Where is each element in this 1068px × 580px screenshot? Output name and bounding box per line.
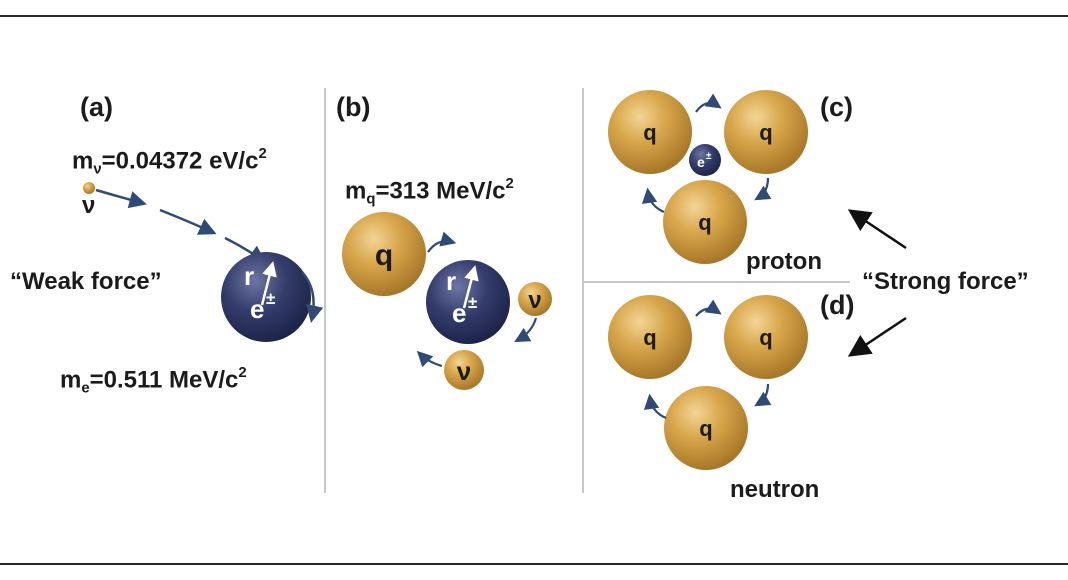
electron-glyph: e [697, 154, 705, 170]
neutrino-glyph: ν [457, 356, 471, 386]
neutrino-particle-a [83, 182, 95, 194]
electron-sphere-b [426, 260, 510, 344]
quark-sphere-d3 [664, 386, 748, 470]
electron-mass-label: me=0.511 MeV/c2 [60, 365, 247, 397]
panel-label-a: (a) [80, 92, 113, 122]
orbit-arrow [641, 187, 665, 214]
quark-mass-label: mq=313 MeV/c2 [345, 176, 514, 208]
quark-sphere-d2 [724, 295, 808, 379]
separator-c-d [584, 281, 850, 283]
strong-force-label: “Strong force” [862, 268, 1029, 295]
orbit-arrow [643, 393, 667, 420]
bottom-rule [0, 563, 1068, 565]
orbit-arrow [427, 231, 457, 253]
separator-b-c [582, 88, 584, 493]
neutrino-mass-label: mν=0.04372 eV/c2 [72, 146, 267, 178]
quark-glyph: q [699, 416, 712, 441]
electron-charge-glyph: ± [468, 293, 477, 312]
electron-charge-glyph: ± [706, 151, 712, 162]
electron-glyph: e [250, 294, 264, 324]
trajectory-arrow [159, 208, 217, 235]
quark-glyph: q [698, 210, 711, 235]
strong-force-arrow-up [847, 209, 907, 250]
quark-glyph: q [643, 325, 656, 350]
quark-glyph: q [643, 120, 656, 145]
neutron-label: neutron [730, 476, 820, 503]
neutrino-glyph: ν [528, 287, 541, 314]
neutrino-sphere-b1 [518, 282, 552, 316]
neutrino-symbol-label: ν [82, 192, 96, 219]
radius-glyph: r [446, 266, 456, 296]
orbit-arrow [754, 383, 772, 407]
quark-glyph: q [759, 120, 772, 145]
proton-label: proton [746, 248, 822, 275]
trajectory-arrow [95, 188, 147, 209]
quark-glyph: q [375, 239, 393, 272]
orbit-arrow [695, 93, 722, 113]
electron-sphere-c [689, 144, 721, 176]
strong-force-arrow-down [847, 316, 907, 357]
neutrino-sphere-b2 [444, 350, 484, 390]
quark-sphere-c1 [608, 90, 692, 174]
electron-sphere-a [221, 252, 311, 342]
quark-sphere-c3 [663, 180, 747, 264]
radius-arrow [462, 265, 479, 309]
separator-a-b [324, 88, 326, 493]
quark-sphere-c2 [724, 90, 808, 174]
orbit-arrow [695, 299, 722, 317]
panel-label-c: (c) [820, 92, 853, 122]
electron-glyph: e [452, 298, 466, 328]
orbit-arrow [514, 317, 538, 343]
quark-sphere-b [342, 212, 426, 296]
orbit-arrow [416, 350, 443, 368]
radius-arrow [260, 261, 277, 306]
electron-charge-glyph: ± [266, 289, 275, 308]
panel-label-b: (b) [336, 92, 371, 122]
orbit-arrow [301, 271, 324, 323]
top-rule [0, 15, 1068, 17]
orbit-arrow [754, 177, 772, 201]
quark-sphere-d1 [608, 295, 692, 379]
radius-glyph: r [244, 261, 254, 291]
panel-label-d: (d) [820, 290, 855, 320]
quark-glyph: q [759, 325, 772, 350]
weak-force-label: “Weak force” [10, 268, 162, 295]
